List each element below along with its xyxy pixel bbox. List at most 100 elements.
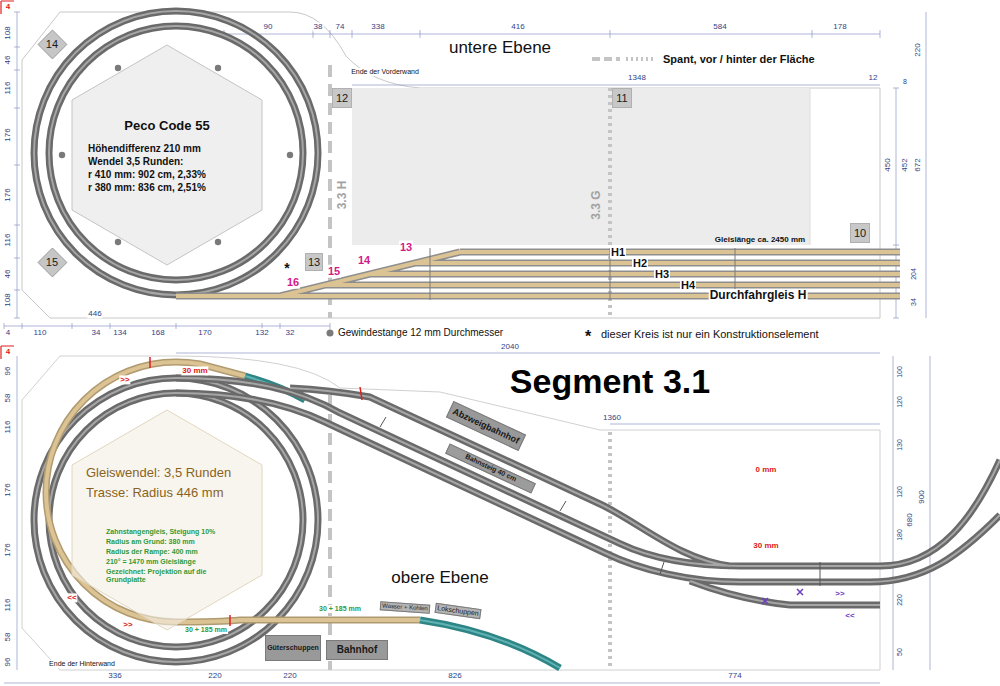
node-label: Lokschuppen [437,604,479,618]
turnout-number: 14 [357,254,371,267]
connector-track [245,376,560,668]
dimension-label: 116 [3,598,12,613]
helix-note: r 410 mm: 902 cm, 2,33% [88,169,258,181]
shape-outline [72,45,262,265]
dimension-label: 1360 [602,413,622,422]
turnout-number: 16 [286,276,300,289]
direction-marker: >> [834,589,845,598]
helix-track-center [34,11,318,295]
dimension-label: 220 [913,42,922,57]
dimension-label: 100 [896,365,904,379]
rod-dot [287,152,293,158]
dimension-label: 1348 [627,73,647,82]
dimension-label: 90 [263,22,274,31]
shape-outline [38,248,67,277]
helix-note: Trasse: Radius 446 mm [86,486,258,501]
node-label: 15 [46,256,58,269]
station-building: Bahnhof [326,640,388,660]
corner-mark [1,1,14,359]
dimension-label: 134 [112,328,127,337]
node-label: Bahnhof [337,644,378,656]
helix-note: Radius am Grund: 380 mm [106,538,256,546]
node-label: 13 [308,256,320,269]
uncoupler-mark [762,589,803,604]
station-building: Abzweigbahnhof [446,401,526,451]
legend-text: Gewindestange 12 mm Durchmesser [337,327,504,339]
turnout-number: 13 [399,241,413,254]
dimension-label: 46 [3,55,12,66]
dimension-label: 108 [3,25,12,40]
dimension-label: 4 [5,328,11,337]
rod-dot [215,65,221,71]
node-label: Bahnsteig 40 cm [463,453,517,484]
rod-dot [59,152,65,158]
frame-label: 3.3 G [590,189,604,220]
dimension-label: 116 [3,420,12,435]
helix-note: Höhendifferenz 210 mm [88,143,258,155]
area-edge [810,88,811,245]
helix-note: Gezeichnet: Projektion auf die Grundplat… [106,568,221,584]
height-marker: << [66,593,77,602]
plan-label: H2 [632,257,648,270]
dimension-label: 34 [910,297,918,307]
engine-shed: Lokschuppen [435,603,482,619]
service-building: Wasser + Kohlen [380,601,431,613]
dimension-label: 50 [896,647,904,657]
rod-dot [115,239,121,245]
dimension-label: 204 [910,267,918,281]
helix-note: Peco Code 55 [72,119,262,134]
height-marker: 30 mm [752,541,779,550]
rod-dot [115,65,121,71]
dimension-label: 74 [335,22,346,31]
shape-outline [72,410,262,630]
dimension-label: 110 [33,328,48,337]
dimension-label: 2040 [500,342,520,351]
dimension-label: 46 [3,269,12,280]
height-marker: 4 [5,2,11,11]
dimension-label: 220 [896,593,904,607]
rail-joint [380,417,820,586]
dimension-label: 38 [313,22,324,31]
dimension-label: 34 [91,328,102,337]
dimension-label: 116 [3,233,12,248]
plan-label: H4 [680,279,696,292]
helix-track [34,11,318,295]
dimension-label: 178 [832,22,847,31]
frame-number: 13 [305,253,323,271]
frame-label: 3.3 H [336,180,350,211]
dimension-label: 130 [896,438,904,452]
helix-track-center [49,393,303,647]
plan-label: Ende der Vorderwand [350,68,420,76]
hexagon-shape [72,410,262,630]
plan-label: dieser Kreis ist nur ein Konstruktionsel… [600,328,820,341]
corner-diamond: 15 [38,248,67,277]
dimension-label: 180 [896,528,904,542]
dimension-line [14,12,20,318]
helix-note: Wendel 3,5 Runden: [88,156,258,168]
helix-note: r 380 mm: 836 cm, 2,51% [88,182,258,194]
node-label: Wasser + Kohlen [382,602,428,612]
dimension-line [4,353,930,683]
height-marker: 4 [5,347,11,356]
legend-sample-dotted [626,57,654,61]
main-track [176,378,1000,605]
height-marker: >> [122,620,133,629]
legend-sample-dashed [592,57,620,61]
dimension-label: 452 [900,157,909,172]
helix-note: 210° = 1470 mm Gleislänge [106,558,256,566]
frame-number: 12 [332,88,352,108]
dimension-label: 120 [896,485,904,499]
dimension-label: 584 [712,22,727,31]
dimension-label: 168 [150,328,165,337]
dimension-label: 446 [87,309,102,318]
helix-track [49,393,303,647]
dimension-label: 680 [905,512,914,527]
dimension-label: 32 [285,328,296,337]
corner-diamond: 14 [38,30,67,59]
helix-core: Peco Code 55 Höhendifferenz 210 mmWendel … [72,45,262,265]
dimension-line [4,323,330,329]
hexagon-shape [72,45,262,265]
shape-outline [38,30,67,59]
helix-core: Gleiswendel: 3,5 RundenTrasse: Radius 44… [72,410,262,630]
